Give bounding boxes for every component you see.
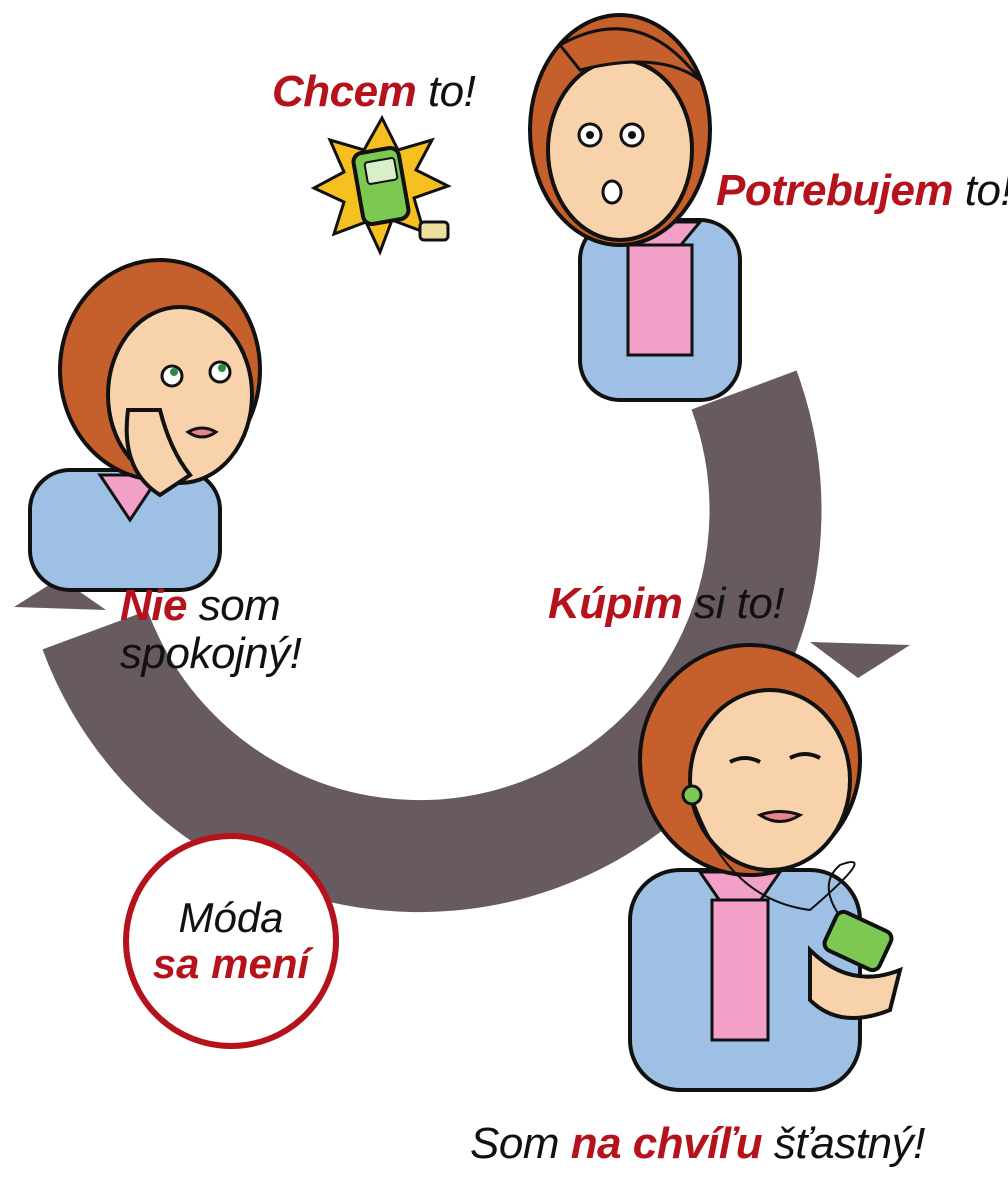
- label-want: Chcem to!: [272, 67, 476, 116]
- arrowhead-right: [810, 642, 910, 678]
- person-need-icon: [528, 13, 742, 402]
- fashion-changes-badge: Móda sa mení: [123, 833, 339, 1049]
- label-buy-emphasis: Kúpim: [548, 579, 683, 628]
- label-happy-pre: Som: [470, 1119, 571, 1168]
- label-need-rest: to!: [953, 166, 1008, 215]
- label-unsatisfied-rest: som: [186, 581, 281, 630]
- label-need-emphasis: Potrebujem: [716, 166, 954, 215]
- label-need: Potrebujem to!: [716, 167, 1008, 215]
- label-happy-rest: šťastný!: [762, 1119, 925, 1168]
- mp3-player-starburst-icon: [310, 114, 452, 256]
- label-unsatisfied-line2: spokojný!: [120, 628, 302, 678]
- person-happy-listening-icon: [628, 643, 903, 1092]
- label-buy: Kúpim si to!: [548, 579, 785, 628]
- label-unsatisfied-emphasis: Nie: [120, 581, 187, 630]
- cycle-ring: [42, 370, 822, 912]
- arrowhead-left: [14, 578, 106, 610]
- person-bored-icon: [28, 258, 262, 592]
- label-want-emphasis: Chcem: [272, 67, 417, 116]
- label-buy-rest: si to!: [682, 579, 785, 628]
- label-want-rest: to!: [416, 67, 476, 116]
- badge-line2: sa mení: [152, 940, 310, 987]
- badge-line1: Móda: [178, 893, 284, 941]
- label-happy-emphasis: na chvíľu: [570, 1119, 763, 1168]
- label-happy: Som na chvíľu šťastný!: [470, 1120, 925, 1168]
